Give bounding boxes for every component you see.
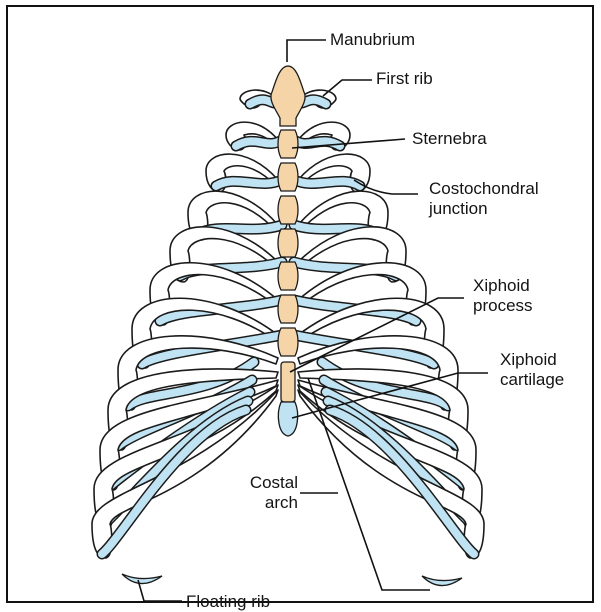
label-xiphoid-cartilage-line2: cartilage [500, 370, 564, 390]
label-costochondral-junction: Costochondral junction [429, 179, 539, 219]
sternebra [278, 328, 298, 356]
sternebra [278, 229, 298, 257]
right-rib-6 [294, 263, 426, 325]
label-sternebra: Sternebra [412, 129, 487, 149]
sternebra [278, 130, 298, 158]
xiphoid-cartilage [278, 402, 297, 436]
left-rib-6 [150, 263, 282, 325]
manubrium [271, 66, 305, 126]
xiphoid-process [281, 362, 295, 402]
label-floating-rib: Floating rib [186, 592, 270, 612]
label-xiphoid-cartilage-line1: Xiphoid [500, 350, 564, 370]
left-rib-2 [226, 122, 282, 150]
label-xiphoid-cartilage: Xiphoid cartilage [500, 350, 564, 390]
label-xiphoid-process-line1: Xiphoid [473, 276, 533, 296]
sternebra [278, 196, 298, 224]
left-floating-rib [122, 574, 162, 584]
left-rib-3 [206, 154, 282, 192]
label-manubrium: Manubrium [330, 30, 415, 50]
label-xiphoid-process-line2: process [473, 296, 533, 316]
label-xiphoid-process: Xiphoid process [473, 276, 533, 316]
label-costochondral-line2: junction [429, 199, 539, 219]
label-costal-arch-line2: arch [246, 493, 298, 513]
sternebra [278, 163, 298, 191]
costal-cartilage [216, 180, 282, 186]
label-costal-arch-line1: Costal [246, 473, 298, 493]
label-first-rib: First rib [376, 69, 433, 89]
label-costal-arch: Costal arch [246, 473, 298, 513]
costal-cartilage [294, 180, 360, 186]
sternebra [278, 262, 298, 290]
right-rib-3 [294, 154, 370, 192]
manubrium-leader [287, 40, 326, 62]
sternebra [278, 295, 298, 323]
right-floating-rib [422, 576, 462, 586]
costal-cartilage [236, 140, 282, 146]
label-costochondral-line1: Costochondral [429, 179, 539, 199]
